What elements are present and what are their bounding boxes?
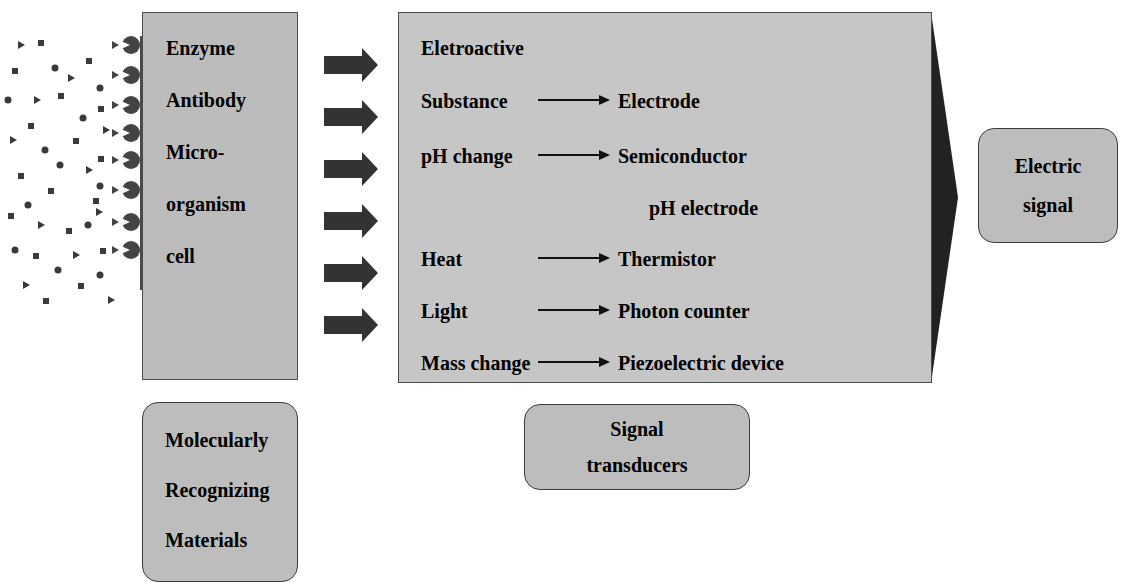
caption-box: Molecularly Recognizing Materials [142, 402, 298, 582]
node-text: Electric signal [998, 147, 1098, 225]
node-text: Electrode [618, 85, 700, 117]
node-text: cell [166, 230, 278, 282]
node-text: Signal transducers [577, 411, 697, 483]
node-text: Light [421, 295, 468, 327]
flow-arrow [324, 308, 378, 342]
node-text: Heat [421, 243, 462, 275]
arrow-shape [324, 152, 378, 186]
arrow-shape [324, 204, 378, 238]
arrow-shape [324, 48, 378, 82]
arrow-shape [931, 12, 958, 383]
node-text: Photon counter [618, 295, 750, 327]
flow-arrow [324, 152, 378, 186]
node-text: Enzyme [166, 22, 278, 74]
flow-arrow [324, 100, 378, 134]
arrow-shape [324, 308, 378, 342]
output-box: Electric signal [978, 128, 1118, 243]
recognition-box: EnzymeAntibodyMicro- organismcell [142, 12, 298, 380]
flow-arrow [324, 256, 378, 290]
flow-arrow [324, 204, 378, 238]
node-text: Antibody [166, 74, 278, 126]
caption-box: Signal transducers [524, 404, 750, 490]
arrow-shape [324, 256, 378, 290]
transducer-box: Eletroactive SubstanceElectrode pH change… [398, 12, 932, 383]
node-text: pH change [421, 140, 513, 172]
node-text: Mass change [421, 347, 530, 379]
node-text: Thermistor [618, 243, 716, 275]
arrow-shape [324, 100, 378, 134]
node-text: Piezoelectric device [618, 347, 784, 379]
flow-arrow [324, 48, 378, 82]
node-text: Eletroactive Substance [421, 22, 533, 128]
node-text: pH electrode [649, 192, 758, 224]
node-text: Semiconductor [618, 140, 747, 172]
node-text: Molecularly Recognizing Materials [165, 415, 290, 565]
output-arrow [931, 12, 958, 383]
node-text: Micro- organism [166, 126, 278, 230]
